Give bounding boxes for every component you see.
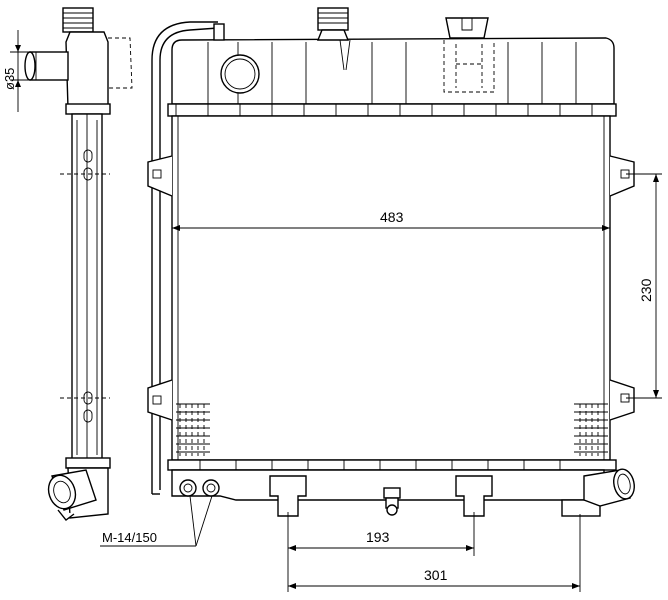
top-bracket — [443, 17, 495, 93]
left-mount-brackets — [147, 155, 173, 421]
side-top-collar — [65, 103, 111, 115]
bottom-dimension-193-label: 193 — [366, 529, 390, 545]
side-bottom-collar — [65, 457, 111, 469]
front-view — [147, 7, 635, 517]
bottom-dimension-301: 301 — [288, 514, 581, 592]
top-seam — [167, 103, 617, 117]
overflow-hose — [159, 27, 219, 490]
drain-plugs — [179, 479, 220, 497]
inlet-port — [220, 54, 260, 94]
pipe-diameter-dimension: ø35 — [2, 30, 32, 112]
top-tank — [171, 7, 615, 105]
mount-spacing-label: 230 — [638, 278, 654, 302]
outlet-pipe — [583, 468, 635, 507]
side-mount-slots — [60, 149, 110, 423]
drain-plug-callout: M-14/150 — [100, 495, 213, 547]
side-view: ø35 — [2, 7, 133, 521]
side-inlet-pipe — [24, 51, 69, 81]
side-filler-neck — [62, 7, 94, 33]
side-top-tank — [65, 31, 109, 109]
bottom-seam — [167, 459, 617, 471]
width-dimension-label: 483 — [380, 209, 404, 225]
radiator-core — [171, 115, 611, 461]
side-tank-hidden — [108, 37, 133, 89]
pipe-diameter-label: ø35 — [2, 68, 17, 90]
bottom-dimension-301-label: 301 — [424, 567, 448, 583]
width-dimension: 483 — [172, 209, 610, 231]
bottom-nipple — [383, 487, 401, 516]
bottom-dimension-193: 193 — [287, 512, 475, 592]
fin-hatching — [176, 403, 608, 456]
right-mount-brackets — [609, 155, 635, 421]
drain-plug-label: M-14/150 — [102, 530, 157, 545]
mount-spacing-dimension: 230 — [626, 173, 662, 399]
bottom-mount-pins — [269, 475, 601, 517]
filler-neck — [316, 7, 351, 71]
side-outlet-pipe — [47, 469, 97, 521]
hose-clip — [213, 23, 225, 41]
